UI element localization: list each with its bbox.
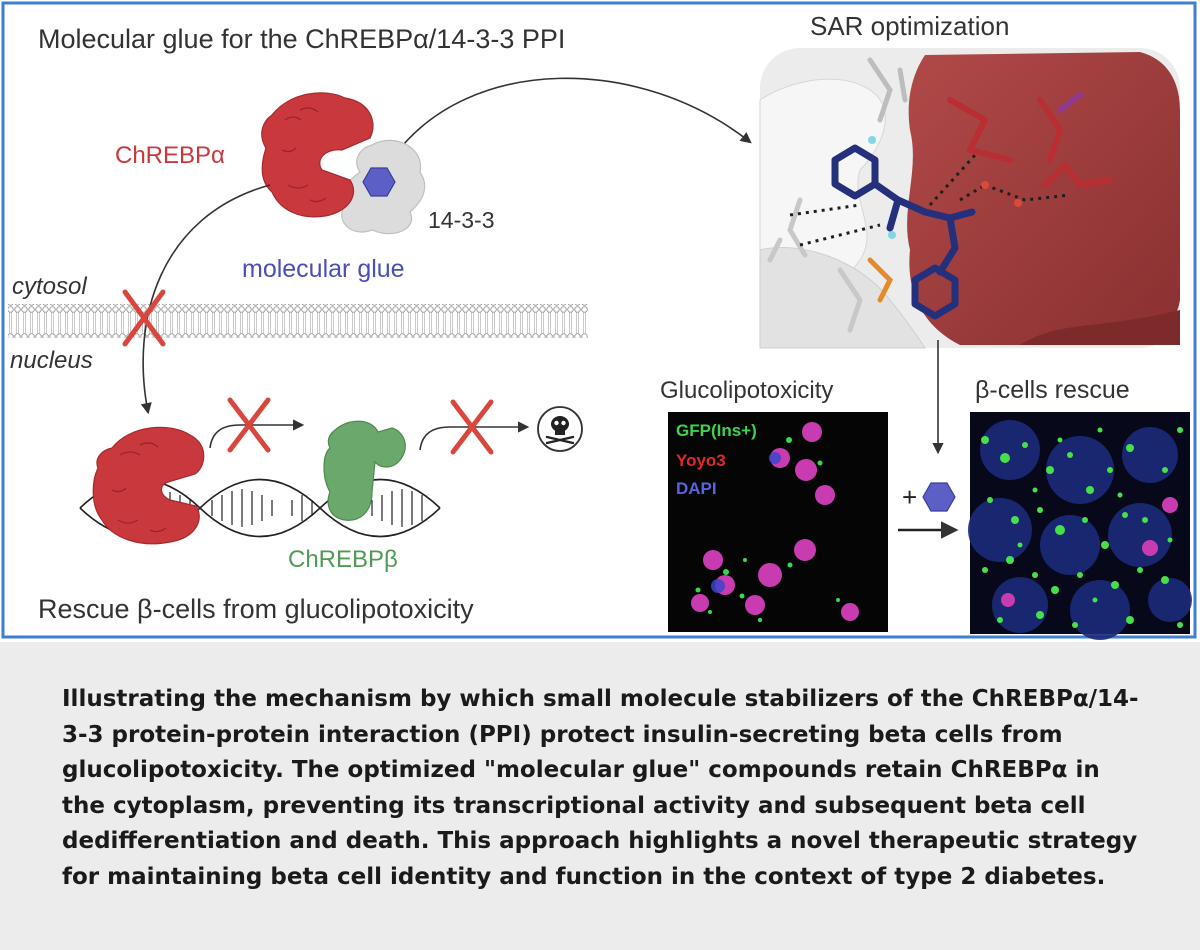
skull-icon [537,406,583,452]
rescue-title: Rescue β-cells from glucolipotoxicity [38,594,474,624]
transcription-arrow [209,419,305,449]
caption-text: Illustrating the mechanism by which smal… [62,686,1139,890]
protein-1433-label: 14-3-3 [428,207,494,233]
blocked-transcription-x-icon [227,397,271,453]
glucolipotoxicity-micrograph: GFP(Ins+) Yoyo3 DAPI [668,412,888,632]
gfp-legend: GFP(Ins+) [676,421,757,440]
beta-cells-rescue-title: β-cells rescue [975,376,1130,404]
glucolipotoxicity-title: Glucolipotoxicity [660,377,833,404]
blocked-death-x-icon [450,399,494,455]
chrebp-alpha-icon [261,92,374,218]
plus-sign: + [902,482,917,512]
chrebp-beta-label: ChREBPβ [288,546,398,573]
cell-membrane [8,304,588,338]
dapi-legend: DAPI [676,479,717,498]
figure-title: Molecular glue for the ChREBPα/14-3-3 PP… [38,24,565,54]
translocation-arrow [140,184,271,415]
chrebp-beta-icon [323,420,406,521]
chrebp-alpha-dna-icon [92,426,205,545]
chrebp-alpha-label: ChREBPα [115,142,225,169]
molecular-glue-icon [362,167,396,197]
glue-treatment-icon [922,482,956,512]
caption-band: Illustrating the mechanism by which smal… [0,642,1200,950]
blocked-translocation-x-icon [122,289,166,347]
sar-structure-image [759,48,1180,349]
death-arrow [419,421,530,451]
beta-cells-rescue-micrograph [968,412,1192,640]
nucleus-label: nucleus [10,347,93,374]
sar-title: SAR optimization [810,11,1009,41]
molecular-glue-label: molecular glue [242,255,405,283]
arrow-to-sar [394,77,752,156]
yoyo3-legend: Yoyo3 [676,451,726,470]
mechanism-figure: Molecular glue for the ChREBPα/14-3-3 PP… [1,1,1197,640]
cytosol-label: cytosol [12,273,87,300]
